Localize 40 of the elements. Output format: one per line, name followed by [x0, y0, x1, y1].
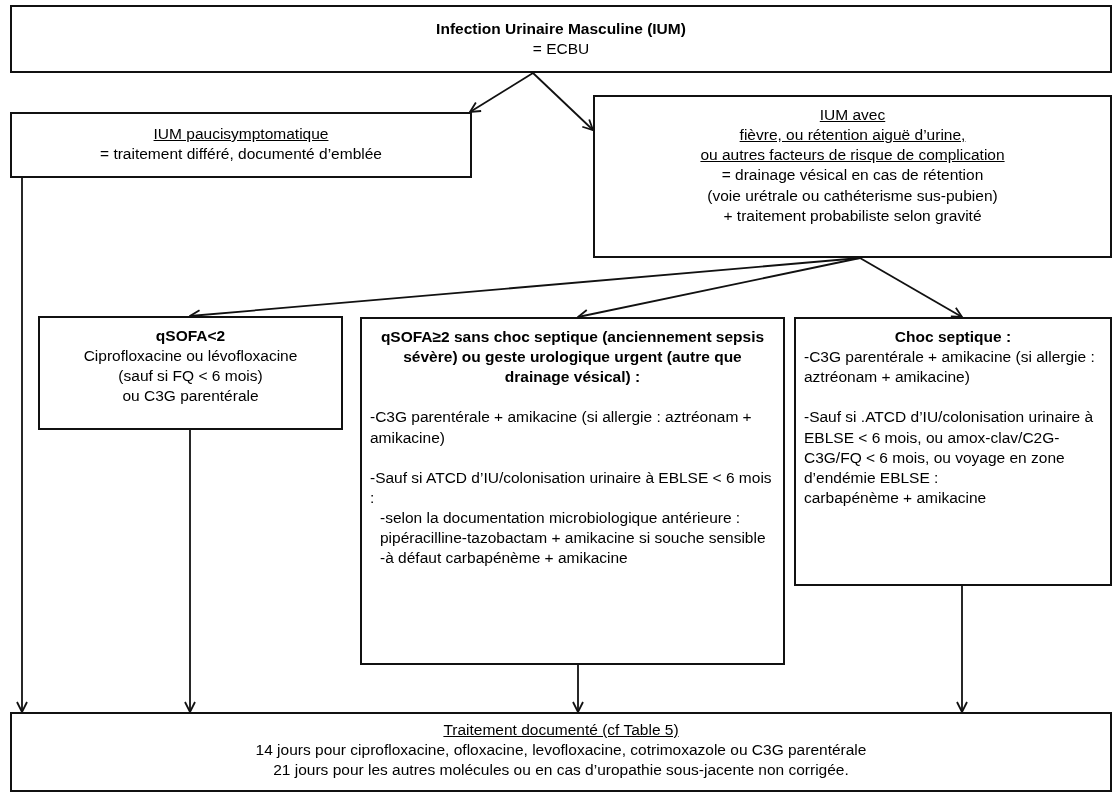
box-text: = ECBU: [531, 39, 591, 60]
box-heading: Traitement documenté (cf Table 5): [442, 720, 680, 740]
box-heading: qSOFA≥2 sans choc septique (anciennement sepsis sévère) ou geste urologique urgent (autre que drainage vésical) :: [379, 327, 766, 388]
box-text: (sauf si FQ < 6 mois): [117, 366, 264, 387]
arrow: [956, 585, 968, 713]
result-box: [10, 712, 1112, 792]
box-text: 21 jours pour les autres molécules ou en cas d’uropathie sous-jacente non corrigée.: [272, 760, 850, 781]
box-text: -Sauf si ATCD d’IU/colonisation urinaire à EBLSE < 6 mois :: [370, 467, 773, 508]
box-text: 14 jours pour ciprofloxacine, ofloxacine, levofloxacine, cotrimoxazole ou C3G parentérale: [254, 740, 868, 761]
arrow: [532, 72, 594, 131]
process-box: [593, 95, 1112, 258]
box-text: -C3G parentérale + amikacine (si allergie : aztréonam + amikacine): [370, 407, 753, 448]
box-text: -à défaut carbapénème + amikacine: [379, 548, 629, 569]
box-heading: qSOFA<2: [154, 326, 227, 346]
arrow: [859, 257, 963, 318]
box-text: (voie urétrale ou cathéterisme sus-pubien): [706, 185, 999, 206]
arrow: [184, 429, 196, 713]
arrow: [572, 664, 584, 713]
box-text: -Sauf si .ATCD d’IU/colonisation urinaire à EBLSE < 6 mois, ou amox-clav/C2G-C3G/FQ < 6 mois, ou voyage en zone d’endémie EBLSE :: [804, 407, 1095, 488]
box-heading: fièvre, ou rétention aiguë d’urine,: [738, 125, 967, 146]
box-heading: Infection Urinaire Masculine (IUM): [435, 19, 687, 39]
box-text: Ciprofloxacine ou lévofloxacine: [82, 346, 299, 367]
box-text: = drainage vésical en cas de rétention: [720, 165, 985, 186]
box-heading: IUM avec: [818, 105, 887, 125]
box-text: ou C3G parentérale: [121, 386, 260, 407]
box-heading: ou autres facteurs de risque de complication: [699, 145, 1006, 166]
arrow: [469, 72, 534, 113]
box-text: carbapénème + amikacine: [804, 488, 988, 508]
treatment-box: [794, 317, 1112, 586]
box-text: -selon la documentation microbiologique antérieure : pipéracilline-tazobactam + amikacine si souche sensible: [379, 508, 767, 549]
box-text: + traitement probabiliste selon gravité: [722, 205, 983, 226]
box-heading: Choc septique :: [893, 327, 1013, 347]
title-box: [10, 5, 1112, 73]
arrow: [16, 177, 28, 713]
box-text: -C3G parentérale + amikacine (si allergie : aztréonam + amikacine): [804, 347, 1096, 388]
treatment-box: [38, 316, 343, 430]
treatment-box: [360, 317, 785, 665]
box-heading: IUM paucisymptomatique: [152, 124, 330, 144]
process-box: [10, 112, 472, 178]
box-text: = traitement différé, documenté d’emblée: [99, 144, 383, 165]
